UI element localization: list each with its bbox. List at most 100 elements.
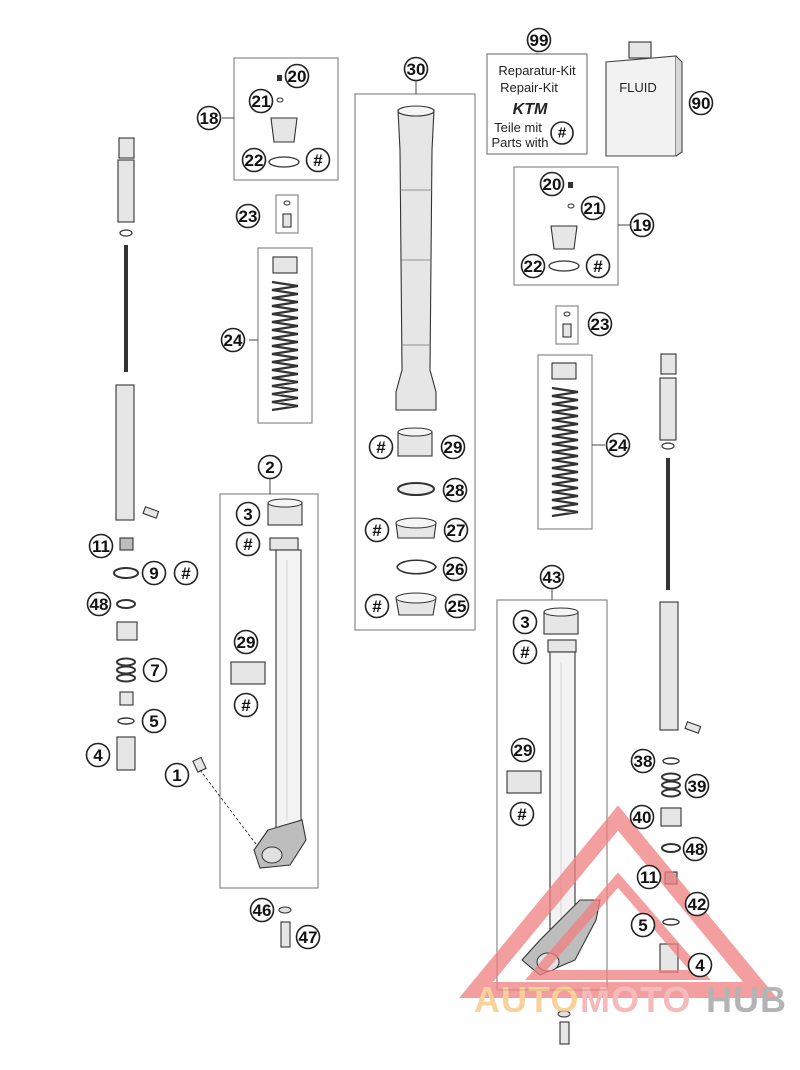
callout-text: 20 xyxy=(543,175,562,194)
callout-hash-29: # xyxy=(233,692,259,718)
callout-l11a: 11 xyxy=(88,533,114,559)
callout-text: 2 xyxy=(265,458,274,477)
callout-text: 23 xyxy=(591,315,610,334)
callout-text: 9 xyxy=(149,564,158,583)
callout-text: 7 xyxy=(150,661,159,680)
callout-text: 3 xyxy=(243,505,252,524)
cap-assembly-19 xyxy=(548,182,580,272)
frame-group-2 xyxy=(219,493,319,889)
callout-text: # xyxy=(376,438,386,457)
callout-text: 3 xyxy=(520,613,529,632)
callout-text: # xyxy=(372,521,382,540)
callout-l23b: 23 xyxy=(587,311,613,337)
callout-text: 26 xyxy=(446,560,465,579)
callout-text: # xyxy=(241,696,251,715)
callout-text: 29 xyxy=(444,438,463,457)
callout-text: # xyxy=(372,597,382,616)
cap-assembly-18 xyxy=(268,75,300,168)
callout-l21b: 21 xyxy=(580,195,606,221)
callout-l38: 38 xyxy=(630,748,656,774)
valve-23-left xyxy=(282,200,292,228)
repair-kit-box: Reparatur-Kit Repair-Kit KTM Teile mit P… xyxy=(486,53,588,155)
frame-group-19 xyxy=(513,166,619,286)
callout-l29a: 29 xyxy=(440,434,466,460)
callout-text: 22 xyxy=(245,151,264,170)
callout-text: 4 xyxy=(93,746,103,765)
callout-hash-32: # xyxy=(173,560,199,586)
callout-l42: 42 xyxy=(684,891,710,917)
callout-text: 99 xyxy=(530,31,549,50)
callout-text: 29 xyxy=(514,741,533,760)
callout-l48b: 48 xyxy=(682,836,708,862)
callout-text: 1 xyxy=(172,766,181,785)
callout-text: 40 xyxy=(633,808,652,827)
frame-group-23-left xyxy=(275,194,299,234)
callout-text: # xyxy=(181,564,191,583)
callout-text: 39 xyxy=(688,777,707,796)
callout-text: 43 xyxy=(543,568,562,587)
callout-l23a: 23 xyxy=(235,203,261,229)
callout-l26: 26 xyxy=(442,556,468,582)
callout-text: 19 xyxy=(633,216,652,235)
callout-text: 30 xyxy=(407,60,426,79)
callout-l4a: 4 xyxy=(85,742,111,768)
kit-line-2: Repair-Kit xyxy=(500,80,558,95)
callout-l24b: 24 xyxy=(605,432,631,458)
callout-text: 28 xyxy=(446,481,465,500)
callout-l25: 25 xyxy=(444,593,470,619)
callout-l39: 39 xyxy=(684,773,710,799)
callout-l20a: 20 xyxy=(284,63,310,89)
callout-l29c: 29 xyxy=(510,737,536,763)
callout-text: 48 xyxy=(686,840,705,859)
callout-l30: 30 xyxy=(403,56,429,82)
callout-text: # xyxy=(517,805,527,824)
callout-l7: 7 xyxy=(142,657,168,683)
spring-24-left xyxy=(271,256,299,412)
callout-hash-42: # xyxy=(512,639,538,665)
callout-l19: 19 xyxy=(629,212,655,238)
callout-l3a: 3 xyxy=(235,501,261,527)
callout-text: 5 xyxy=(638,916,647,935)
callout-l22a: 22 xyxy=(241,147,267,173)
frame-group-18 xyxy=(233,57,339,181)
callout-l1: 1 xyxy=(164,762,190,788)
frame-group-24-left xyxy=(257,247,313,424)
callout-text: 90 xyxy=(692,94,711,113)
callout-text: 20 xyxy=(288,67,307,86)
callout-labels: 99903020211822#232420211922#2324#2928#27… xyxy=(85,27,714,978)
bolt-47-left xyxy=(278,906,292,948)
frame-group-24-right xyxy=(537,354,593,530)
callout-text: 4 xyxy=(695,956,705,975)
callout-l5a: 5 xyxy=(141,708,167,734)
callout-text: # xyxy=(313,151,323,170)
callout-hash-20: # xyxy=(364,517,390,543)
callout-l48a: 48 xyxy=(86,591,112,617)
callout-text: 22 xyxy=(524,257,543,276)
callout-text: 11 xyxy=(92,537,110,556)
callout-l22b: 22 xyxy=(520,253,546,279)
callout-text: 18 xyxy=(200,109,219,128)
callout-l47: 47 xyxy=(295,924,321,950)
callout-text: 11 xyxy=(640,868,658,887)
outer-tube-30 xyxy=(395,80,437,411)
leader-lines xyxy=(222,53,630,600)
callout-hash-44: # xyxy=(509,801,535,827)
callout-hash-7: # xyxy=(305,147,331,173)
left-cartridge-assembly xyxy=(115,137,160,521)
callout-text: 21 xyxy=(252,92,271,111)
callout-l46: 46 xyxy=(249,897,275,923)
callout-text: 25 xyxy=(448,597,467,616)
kit-hash-marker: # xyxy=(558,125,567,142)
callout-l3b: 3 xyxy=(512,609,538,635)
frame-group-30 xyxy=(354,93,476,631)
callout-l11b: 11 xyxy=(636,864,662,890)
callout-l2: 2 xyxy=(257,454,283,480)
inner-tube-2 xyxy=(230,498,307,869)
callout-l28: 28 xyxy=(442,477,468,503)
callout-l5b: 5 xyxy=(630,912,656,938)
callout-text: 48 xyxy=(90,595,109,614)
callout-text: 47 xyxy=(299,928,318,947)
callout-l4b: 4 xyxy=(687,952,713,978)
watermark-hub: HUB xyxy=(706,979,787,1020)
kit-line-4: Parts with xyxy=(491,135,548,150)
